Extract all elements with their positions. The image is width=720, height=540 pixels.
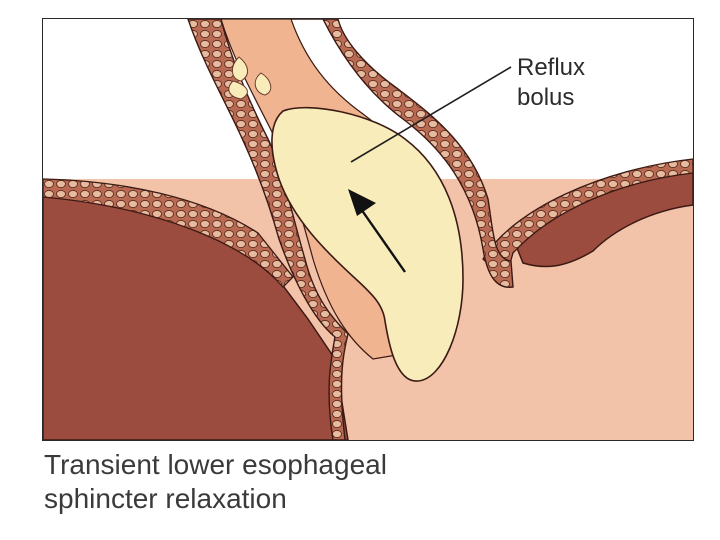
caption-line-1: Transient lower esophageal: [44, 449, 387, 480]
reflux-bolus: [271, 106, 464, 382]
illustration-frame: Reflux bolus: [42, 18, 694, 441]
label-leader-line: [350, 66, 512, 163]
droplet-1: [232, 56, 248, 82]
caption-line-2: sphincter relaxation: [44, 483, 287, 514]
droplet-2: [254, 72, 272, 96]
muscle-layer-left: [43, 178, 294, 288]
reflux-arrow-head: [348, 189, 376, 216]
figure-caption: Transient lower esophageal sphincter rel…: [44, 448, 684, 516]
reflux-diagram: Reflux bolus: [43, 19, 693, 440]
bolus-label-line1: Reflux: [517, 54, 585, 81]
reflux-arrow-shaft: [360, 208, 406, 273]
esophagus-wall-right: [291, 19, 514, 288]
droplet-3: [228, 80, 248, 100]
bolus-label-line2: bolus: [517, 84, 574, 111]
